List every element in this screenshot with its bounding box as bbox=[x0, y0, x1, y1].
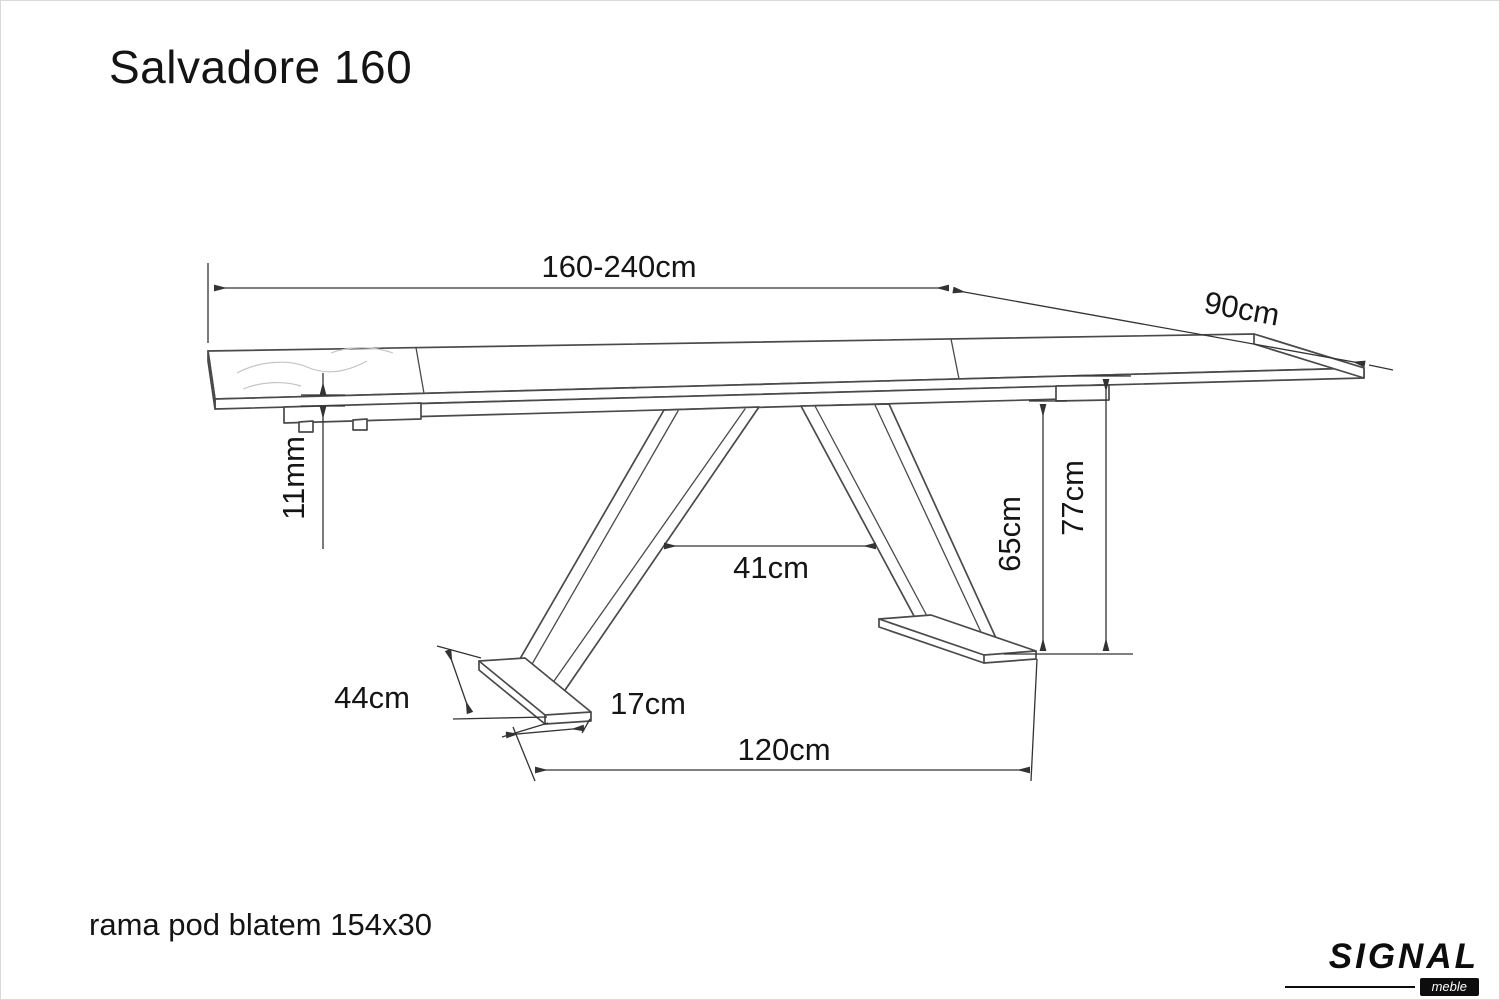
brand-name: SIGNAL bbox=[1328, 937, 1479, 976]
dimension-line bbox=[444, 648, 474, 715]
extension-line bbox=[436, 645, 482, 659]
right-foot bbox=[878, 614, 1037, 664]
dimension-foot-length: 44cm bbox=[334, 645, 548, 720]
bracket-tab-right bbox=[352, 418, 368, 431]
under-frame-step-right bbox=[1055, 384, 1110, 402]
left-leg bbox=[505, 406, 760, 697]
dimension-total-height: 77cm bbox=[1004, 375, 1133, 655]
dimension-annotations: 160-240cm 90cm 11mm 41cm bbox=[207, 249, 1394, 782]
brand-logo: SIGNAL meble bbox=[1285, 939, 1479, 996]
left-foot bbox=[478, 657, 592, 725]
label-total-height: 77cm bbox=[1055, 460, 1090, 536]
dimension-table-length: 160-240cm bbox=[207, 249, 949, 343]
dimension-line bbox=[505, 724, 585, 739]
dimension-base-span: 120cm bbox=[512, 658, 1038, 782]
extension-bracket bbox=[283, 402, 422, 424]
extension-line bbox=[512, 726, 536, 782]
tabletop-texture bbox=[236, 360, 368, 374]
extension-line bbox=[1368, 364, 1394, 371]
label-foot-length: 44cm bbox=[334, 680, 410, 715]
dimension-top-thickness: 11mm bbox=[276, 373, 345, 549]
dimension-foot-width: 17cm bbox=[501, 686, 686, 739]
tabletop-seam-left bbox=[415, 346, 425, 395]
dimension-line bbox=[952, 286, 1366, 368]
label-foot-width: 17cm bbox=[610, 686, 686, 721]
brand-rule bbox=[1285, 986, 1415, 988]
brand-subtitle: meble bbox=[1419, 978, 1479, 996]
dimension-clearance-height: 65cm bbox=[992, 400, 1067, 651]
label-base-span: 120cm bbox=[737, 732, 830, 767]
label-table-length: 160-240cm bbox=[541, 249, 696, 284]
extension-line bbox=[1030, 658, 1038, 782]
extension-line bbox=[452, 716, 548, 720]
right-leg-fold-line bbox=[814, 405, 936, 632]
tabletop-texture bbox=[242, 382, 302, 390]
left-leg-edge-line bbox=[519, 410, 679, 686]
frame-note: rama pod blatem 154x30 bbox=[89, 907, 432, 942]
table-structure bbox=[207, 333, 1365, 725]
label-top-thickness: 11mm bbox=[276, 436, 311, 520]
right-leg-edge-line bbox=[874, 404, 988, 646]
left-leg-fold-line bbox=[546, 408, 746, 692]
label-clearance-height: 65cm bbox=[992, 496, 1027, 572]
dimension-legs-gap: 41cm bbox=[664, 542, 876, 585]
drawing-title: Salvadore 160 bbox=[109, 41, 413, 93]
tabletop-texture bbox=[330, 347, 394, 354]
tabletop-left-end bbox=[207, 350, 216, 410]
brand-badge-row: meble bbox=[1285, 978, 1479, 996]
label-legs-gap: 41cm bbox=[733, 550, 809, 585]
label-table-depth: 90cm bbox=[1201, 285, 1282, 333]
bracket-tab-left bbox=[298, 420, 314, 433]
